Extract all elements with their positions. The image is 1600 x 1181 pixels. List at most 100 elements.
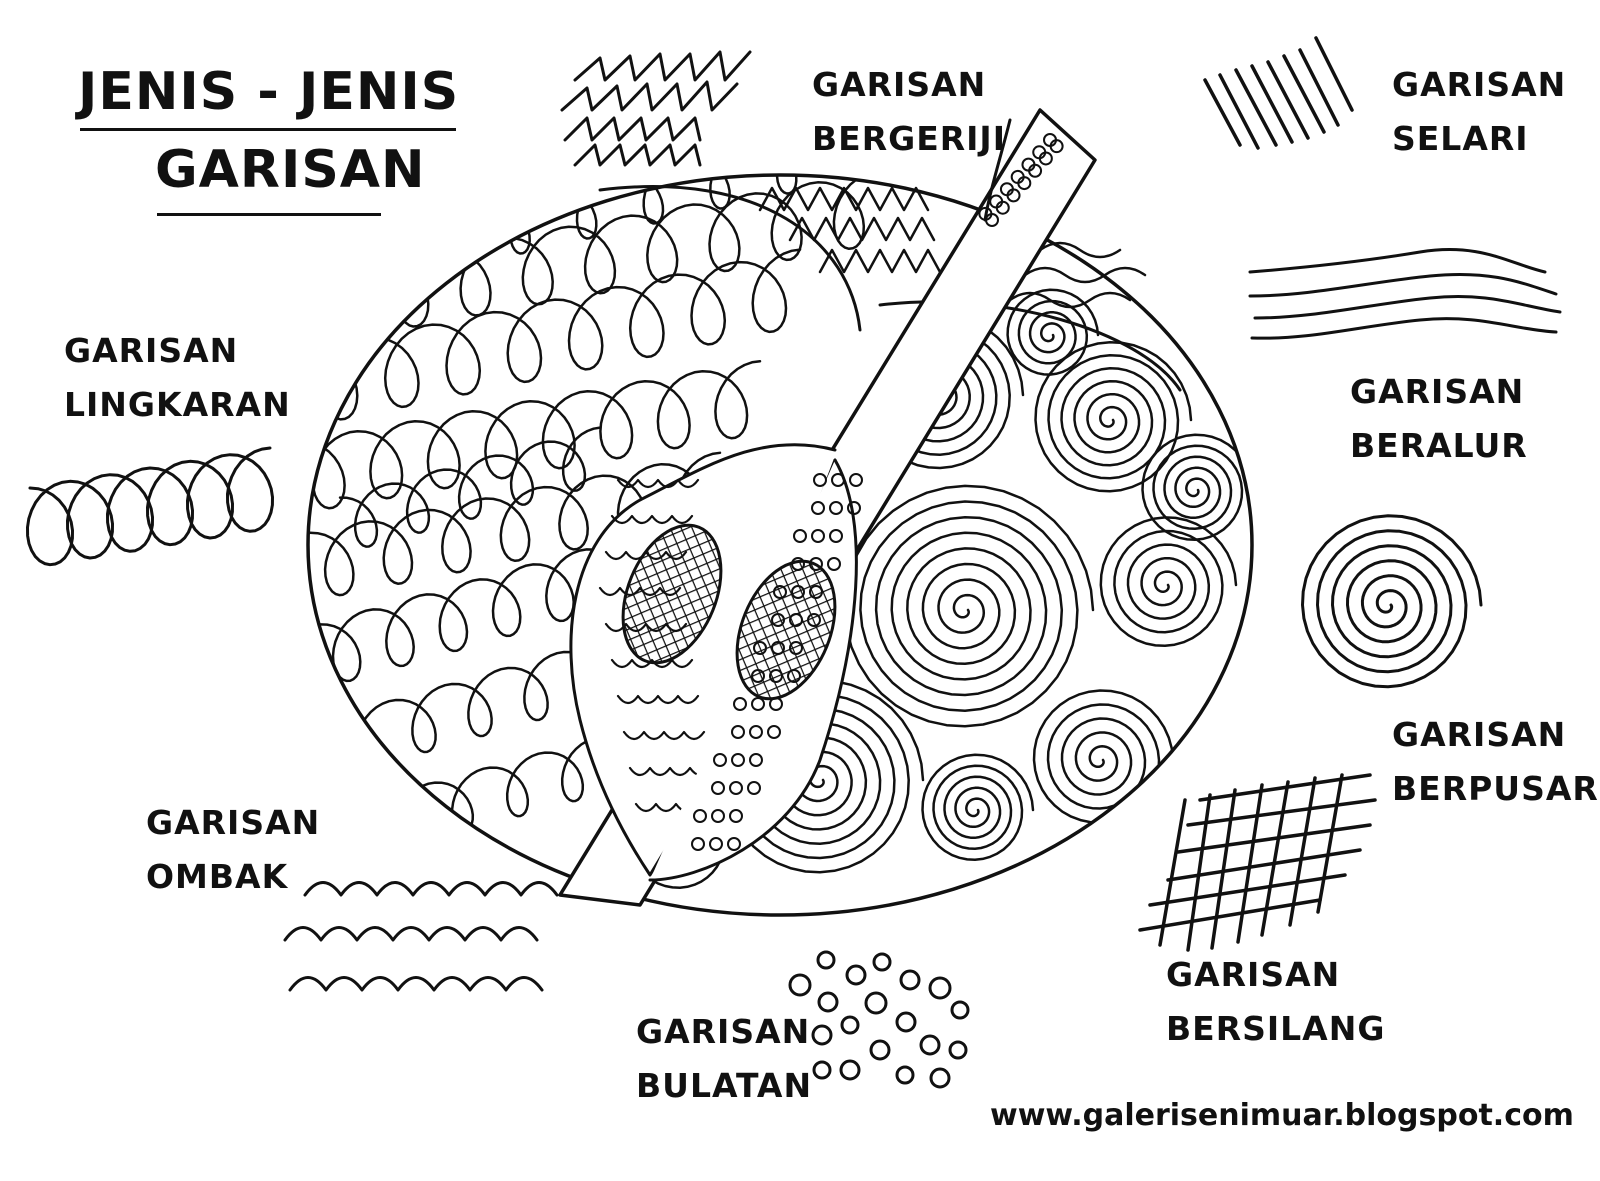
sample-wave-lines: [283, 881, 559, 992]
loop-stroke: [338, 426, 602, 548]
strip-dot: [711, 781, 725, 795]
label-bersilang-line1: GARISAN: [1166, 955, 1341, 994]
sample-circle: [948, 1040, 968, 1060]
sample-jagged-lines: [560, 50, 752, 167]
seed-right: [735, 559, 837, 701]
sample-circle: [817, 991, 839, 1013]
strip-dot: [849, 473, 863, 487]
sample-circle: [895, 1065, 915, 1085]
loop-stroke: [308, 248, 802, 421]
spiral-stroke: [1034, 341, 1193, 493]
label-lingkaran-line2: LINGKARAN: [64, 385, 291, 424]
sample-circle: [811, 1024, 833, 1046]
inner-lobe-outline: [598, 185, 862, 332]
label-selari: GARISAN SELARI: [1392, 58, 1566, 166]
label-bulatan-line1: GARISAN: [636, 1012, 811, 1051]
strip-dot: [711, 809, 725, 823]
strip-dot: [811, 529, 825, 543]
sample-circle: [950, 1000, 970, 1020]
zigzag-band: [758, 186, 942, 274]
label-berpusar-line2: BERPUSAR: [1392, 769, 1599, 808]
spiral-stroke: [1032, 689, 1175, 824]
strip-dot: [693, 809, 707, 823]
strip-dot: [847, 501, 861, 515]
stem-dot: [1028, 163, 1043, 178]
stem-dot: [1006, 188, 1021, 203]
label-ombak-line1: GARISAN: [146, 803, 321, 842]
strip-dot: [827, 557, 841, 571]
loop-stroke: [378, 736, 602, 848]
strip-dot: [713, 753, 727, 767]
title-underline-2: [157, 213, 381, 216]
strip-dot: [811, 501, 825, 515]
strip-dot: [829, 529, 843, 543]
sample-circle: [839, 1059, 861, 1081]
title-text-1: JENIS - JENIS: [78, 62, 460, 122]
label-ombak: GARISAN OMBAK: [146, 796, 320, 904]
label-bulatan-line2: BULATAN: [636, 1066, 813, 1105]
sample-circle: [869, 1039, 891, 1061]
loop-stroke: [308, 359, 762, 510]
loop-stroke: [308, 451, 722, 597]
strip-dot: [829, 501, 843, 515]
label-selari-line1: GARISAN: [1392, 65, 1567, 104]
spiral-stroke: [1141, 433, 1252, 542]
sample-circle: [872, 952, 892, 972]
sample-circle: [864, 991, 888, 1015]
label-bergeriji-line2: BERGERIJI: [812, 119, 1006, 158]
sample-spiral: [1301, 514, 1483, 689]
title-text-2: GARISAN: [155, 140, 426, 200]
scallop-stroke: [628, 766, 712, 777]
sample-circle: [899, 969, 921, 991]
stem-dot: [995, 200, 1010, 215]
stem-dot: [1049, 139, 1064, 154]
label-beralur-line1: GARISAN: [1350, 372, 1525, 411]
website-url[interactable]: www.galerisenimuar.blogspot.com: [990, 1098, 1574, 1133]
label-lingkaran: GARISAN LINGKARAN: [64, 324, 291, 432]
spiral-stroke: [862, 314, 1025, 470]
strip-dot: [709, 837, 723, 851]
scallop-stroke: [622, 730, 706, 741]
strip-dot: [793, 529, 807, 543]
label-beralur: GARISAN BERALUR: [1350, 365, 1528, 473]
label-berpusar: GARISAN BERPUSAR: [1392, 708, 1599, 816]
label-selari-line2: SELARI: [1392, 119, 1529, 158]
label-bersilang-line2: BERSILANG: [1166, 1009, 1386, 1048]
apple-outline: [306, 173, 1254, 917]
stem-dot: [1038, 151, 1053, 166]
stem-dot: [985, 213, 999, 227]
seed-left: [621, 523, 723, 665]
loop-stroke: [318, 533, 642, 683]
label-lingkaran-line1: GARISAN: [64, 331, 239, 370]
label-ombak-line2: OMBAK: [146, 857, 289, 896]
strip-dot: [733, 697, 747, 711]
spiral-stroke: [921, 753, 1035, 862]
scallop-stroke: [616, 694, 700, 705]
sample-circle: [895, 1011, 917, 1033]
strip-dot: [731, 753, 745, 767]
scallop-stroke: [616, 478, 700, 489]
title-underline-1: [80, 128, 456, 131]
sample-circle: [928, 976, 952, 1000]
sample-loop-line: [26, 446, 274, 567]
strip-dot: [813, 473, 827, 487]
loop-stroke: [318, 175, 882, 339]
sample-circle: [919, 1034, 941, 1056]
stem-dot: [1017, 176, 1032, 191]
pear-shape: [569, 443, 837, 877]
strip-dot: [727, 837, 741, 851]
spiral-stroke: [1099, 516, 1238, 648]
strip-dot: [751, 697, 765, 711]
strip-dot: [749, 753, 763, 767]
sample-circle: [816, 950, 836, 970]
label-beralur-line2: BERALUR: [1350, 426, 1528, 465]
spiral-stroke: [843, 484, 1095, 728]
sample-circle: [788, 973, 812, 997]
strip-dot: [767, 725, 781, 739]
label-bersilang: GARISAN BERSILANG: [1166, 948, 1385, 1056]
sample-circle: [812, 1060, 832, 1080]
spiral-stroke: [1006, 288, 1100, 376]
sample-crosshatch: [1138, 773, 1377, 952]
sample-circle: [840, 1015, 860, 1035]
